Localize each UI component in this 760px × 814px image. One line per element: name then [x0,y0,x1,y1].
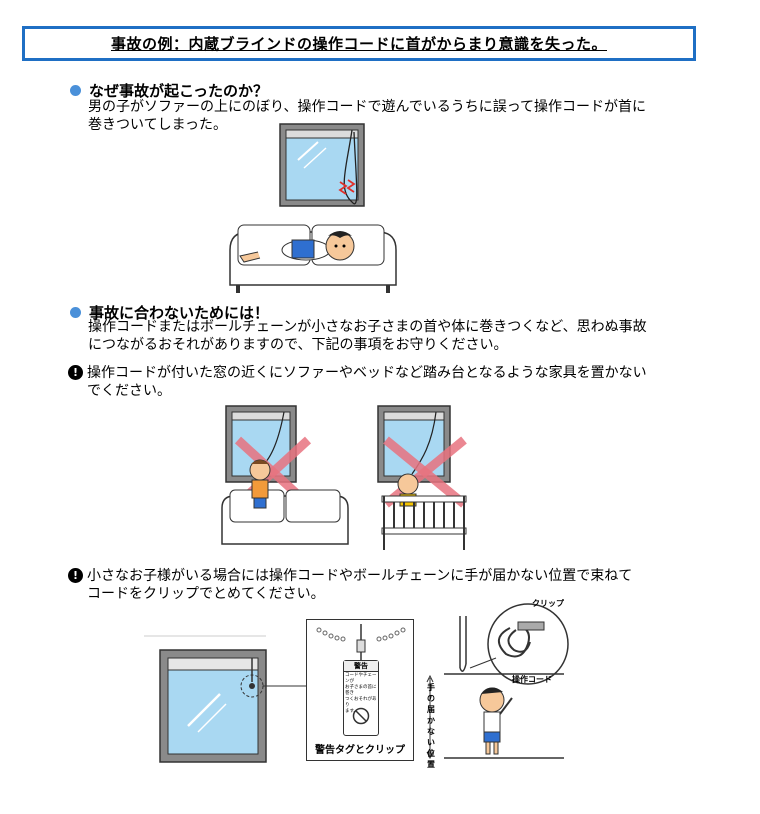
bullet2-line: 小さなお子様がいる場合には操作コードやボールチェーンに手が届かない位置で束ねて [87,568,633,584]
operating-cord [343,129,358,205]
warning-tag-text: コードやチェーンがお子さまの首に巻き つくおそれがあります。 [345,673,377,714]
section2-heading-text: 事故に合わないためには！ [89,304,270,322]
section2-line: 操作コードまたはボールチェーンが小さなお子さまの首や体に巻きつくなど、思わぬ事故 [88,319,647,335]
warning-tag-panel: 警告 コードやチェーンがお子さまの首に巻き つくおそれがあります。 警告タグとク… [306,619,414,761]
section1-heading-text: なぜ事故が起こったのか？ [89,82,268,100]
bullet-clip: ! 小さなお子様がいる場合には操作コードやボールチェーンに手が届かない位置で束ね… [68,567,668,603]
section1-line: 男の子がソファーの上にのぼり、操作コードで遊んでいるうちに誤って操作コードが首に [88,99,647,115]
exclamation-icon: ! [68,365,83,380]
danger-mark-icon [338,179,356,195]
section1-heading: なぜ事故が起こったのか？ [70,80,268,101]
no-child-icon [352,707,370,725]
clip-illustration: 警告 コードやチェーンがお子さまの首に巻き つくおそれがあります。 警告タグとク… [144,598,569,778]
clip-icon [517,621,545,631]
page-title: 事故の例：内蔵ブラインドの操作コードに首がからまり意識を失った。 [110,35,607,53]
reach-illustration [426,603,569,760]
window-with-clip [144,635,306,763]
bullet2-line: コードをクリップでとめてください。 [87,586,325,602]
warning-tag-heading: 警告 [344,661,378,672]
prohibited-sofa-illustration [221,405,349,545]
prohibited-crib-illustration [377,405,467,550]
window-glass [285,129,359,201]
warning-tag: 警告 コードやチェーンがお子さまの首に巻き つくおそれがあります。 [343,660,379,736]
section1-text: 男の子がソファーの上にのぼり、操作コードで遊んでいるうちに誤って操作コードが首に… [88,98,668,134]
section2-heading: 事故に合わないためには！ [70,302,269,323]
section2-text: 操作コードまたはボールチェーンが小さなお子さまの首や体に巻きつくなど、思わぬ事故… [88,318,668,354]
bullet-furniture: ! 操作コードが付いた窓の近くにソファーやベッドなど踏み台となるような家具を置か… [68,364,668,400]
blind-head [285,129,359,139]
reach-label: 手の届かない位置 [427,683,435,769]
bullet1-line: 操作コードが付いた窓の近くにソファーやベッドなど踏み台となるような家具を置かない [87,365,647,381]
bullet1-line: でください。 [87,383,171,399]
section1-line: 巻きついてしまった。 [88,117,228,133]
warning-tag-caption: 警告タグとクリップ [315,745,405,756]
title-box: 事故の例：内蔵ブラインドの操作コードに首がからまり意識を失った。 [22,26,696,61]
blue-dot-icon [70,307,81,318]
ball-chain-icon [316,624,406,660]
clip-label: クリップ [532,599,564,608]
blue-dot-icon [70,85,81,96]
section2-line: につながるおそれがありますので、下記の事項をお守りください。 [88,337,508,353]
accident-illustration [229,123,397,293]
exclamation-icon: ! [68,568,83,583]
cord-label: 操作コード [512,675,552,684]
